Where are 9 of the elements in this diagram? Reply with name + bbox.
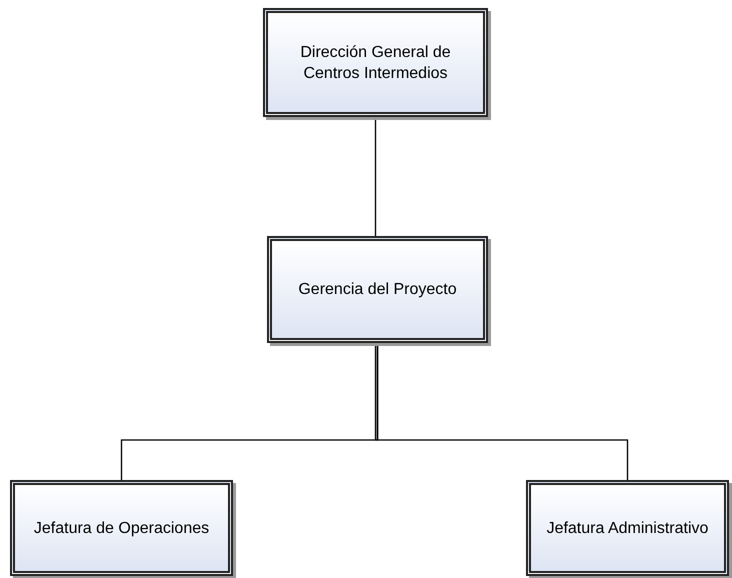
node-label: Jefatura Administrativo	[546, 518, 710, 538]
org-box	[10, 480, 233, 576]
node-label: Jefatura de Operaciones	[32, 518, 210, 538]
org-box	[267, 236, 488, 343]
org-box	[526, 480, 729, 576]
node-label: Gerencia del Proyecto	[297, 280, 458, 300]
connector-line	[376, 343, 628, 480]
org-box	[263, 8, 488, 117]
node-label: Dirección General de Centros Intermedios	[299, 42, 452, 84]
